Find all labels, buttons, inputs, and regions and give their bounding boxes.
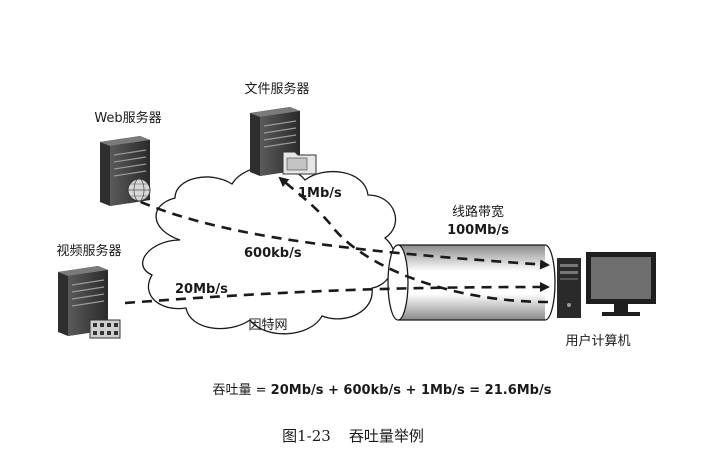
- figure-caption: 图1-23 吞吐量举例: [282, 427, 424, 445]
- monitor-icon: [586, 252, 656, 316]
- throughput-formula: 吞吐量 = 20Mb/s + 600kb/s + 1Mb/s = 21.6Mb/…: [213, 383, 552, 398]
- flow-web: [124, 193, 550, 270]
- file-server-label: 文件服务器: [244, 81, 309, 97]
- figure-title: 吞吐量举例: [349, 427, 424, 445]
- user-computer: 用户计算机: [557, 252, 656, 349]
- line-bandwidth: 100Mb/s: [447, 223, 509, 238]
- line-title: 线路带宽: [452, 204, 504, 220]
- bandwidth-pipe: [387, 244, 556, 321]
- user-computer-label: 用户计算机: [565, 333, 630, 349]
- video-rate-label: 20Mb/s: [175, 282, 228, 297]
- flow-file: [278, 176, 549, 304]
- file-rate-label: 1Mb/s: [298, 186, 342, 201]
- formula-prefix: 吞吐量 =: [213, 383, 271, 398]
- figure-number: 图1-23: [282, 427, 331, 445]
- video-server: 视频服务器: [56, 243, 122, 339]
- file-server: 文件服务器: [244, 81, 317, 176]
- computer-tower-icon: [557, 258, 581, 318]
- cloud-label: 因特网: [248, 318, 287, 333]
- globe-icon: [127, 178, 151, 202]
- server-icon: [58, 266, 108, 336]
- video-server-label: 视频服务器: [56, 243, 121, 259]
- data-flows: [124, 176, 550, 305]
- web-rate-label: 600kb/s: [244, 246, 302, 261]
- flow-video: [124, 282, 550, 305]
- folder-icon: [282, 151, 317, 175]
- web-server: Web服务器: [94, 110, 162, 206]
- formula-expression: 20Mb/s + 600kb/s + 1Mb/s = 21.6Mb/s: [271, 383, 552, 398]
- film-reel-icon: [89, 319, 121, 339]
- web-server-label: Web服务器: [94, 110, 161, 126]
